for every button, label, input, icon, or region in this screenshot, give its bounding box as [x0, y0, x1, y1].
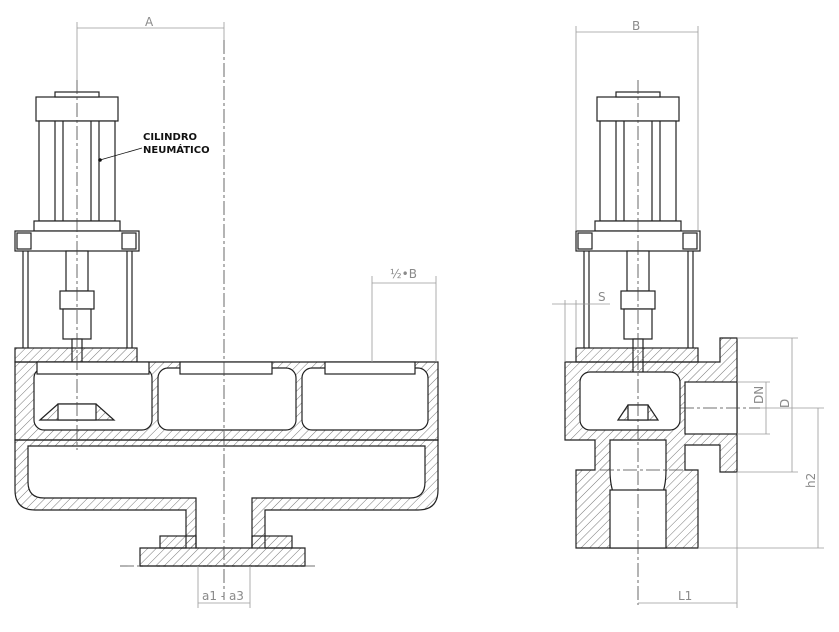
side-body: [564, 337, 738, 549]
side-dimensions: [552, 26, 824, 608]
dim-l1-label: L1: [678, 589, 692, 603]
side-view: [564, 91, 738, 549]
cylinder-label-line2: NEUMÁTICO: [143, 143, 210, 156]
dim-dn-label: DN: [752, 386, 766, 404]
front-centerlines: [76, 40, 315, 600]
dim-s-label: S: [598, 290, 606, 304]
valve-body: [14, 361, 439, 567]
front-view: [14, 91, 439, 567]
front-dimensions: [76, 22, 437, 608]
side-centerlines: [600, 80, 760, 605]
cylinder-leader: [98, 147, 143, 162]
dim-d-label: D: [778, 399, 792, 408]
dim-h2-label: h2: [804, 473, 818, 488]
dim-a-label: A: [145, 15, 154, 29]
cylinder-label-line1: CILINDRO: [143, 132, 197, 143]
dim-b-label: B: [632, 19, 640, 33]
dim-a1-a3-label: a1 - a3: [202, 589, 244, 603]
dim-half-b-label: ½•B: [390, 267, 417, 281]
